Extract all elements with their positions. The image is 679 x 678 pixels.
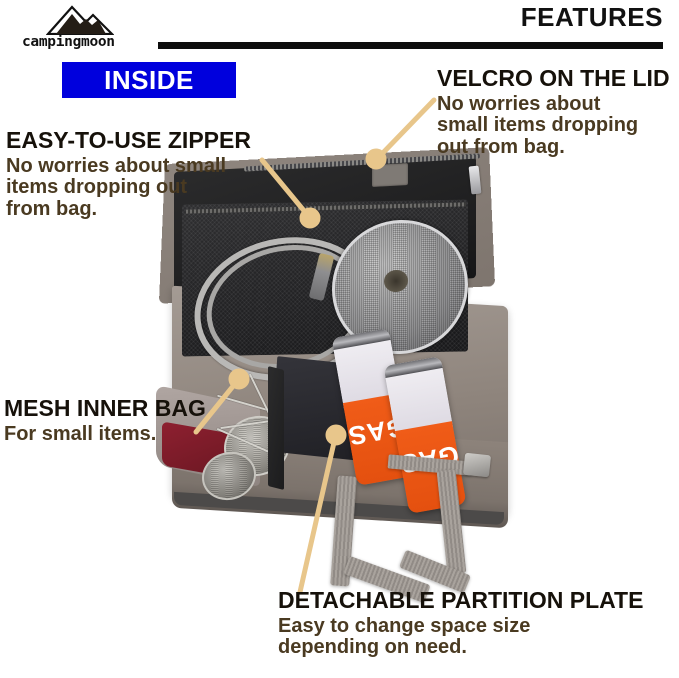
callout-body: For small items. <box>4 423 157 446</box>
status-badge: INSIDE <box>62 62 236 98</box>
velcro-patch-right <box>372 163 408 187</box>
callout-heading: VELCRO ON THE LID <box>437 65 670 93</box>
callout-velcro-on-the-lid: VELCRO ON THE LID No worries about small… <box>437 66 670 158</box>
brand-wordmark: campingmoon <box>22 34 115 50</box>
callout-body: No worries about small items dropping ou… <box>6 155 227 220</box>
status-badge-label: INSIDE <box>104 65 194 95</box>
callout-mesh-inner-bag: MESH INNER BAG For small items. <box>4 396 206 445</box>
callout-heading: EASY-TO-USE ZIPPER <box>6 127 251 155</box>
brand-logo: campingmoon <box>22 4 140 52</box>
callout-heading: MESH INNER BAG <box>4 395 206 423</box>
callout-body: No worries about small items dropping ou… <box>437 93 639 158</box>
callout-easy-to-use-zipper: EASY-TO-USE ZIPPER No worries about smal… <box>6 128 251 220</box>
partition-plate-edge <box>268 366 284 490</box>
buckle-icon <box>462 452 492 478</box>
callout-body: Easy to change space size depending on n… <box>278 615 531 659</box>
header-divider <box>158 42 663 49</box>
callout-detachable-partition-plate: DETACHABLE PARTITION PLATE Easy to chang… <box>278 587 644 659</box>
callout-heading: DETACHABLE PARTITION PLATE <box>278 587 644 615</box>
mountain-icon <box>46 5 114 35</box>
page-title: FEATURES <box>520 2 663 32</box>
